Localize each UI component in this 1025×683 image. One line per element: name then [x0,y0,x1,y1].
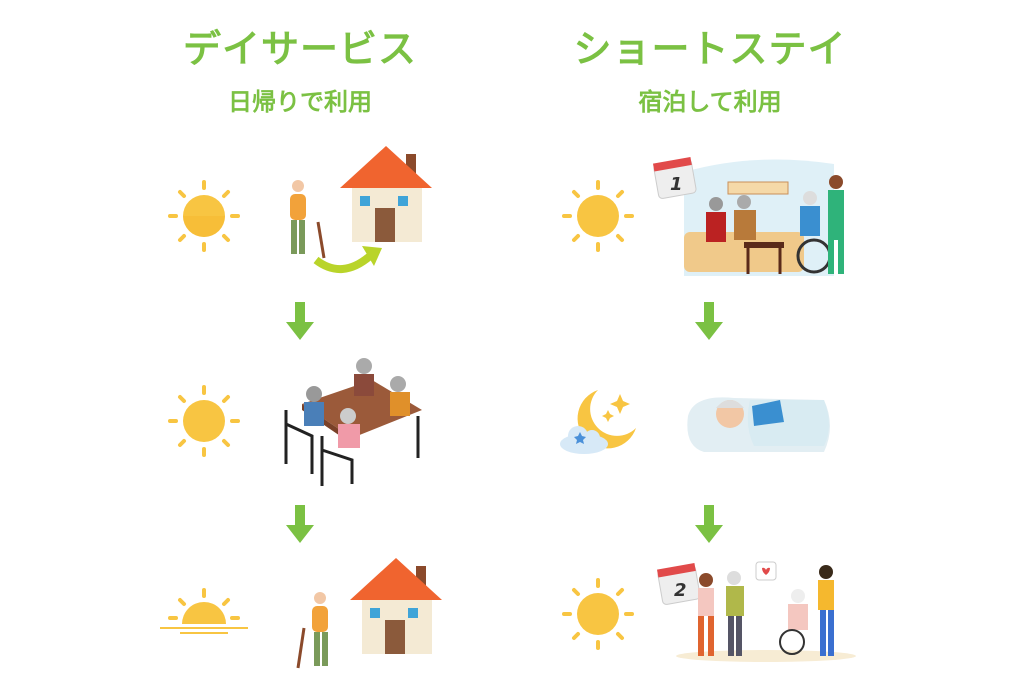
day-service-title: デイサービス [182,27,417,71]
sleeping-elderly-illustration [687,397,830,452]
house-icon [340,146,432,242]
moon-night-icon [560,390,636,454]
short-stay-title: ショートステイ [573,27,847,71]
down-arrow-icon [695,505,723,543]
sun-icon [168,385,240,457]
facility-living-room-illustration: 1 [652,156,844,276]
calendar-icon: 2 [656,562,701,605]
house-icon [350,558,442,654]
sun-icon [562,578,634,650]
calendar-day-number: 2 [674,580,687,601]
down-arrow-icon [286,302,314,340]
arrow-to-house-icon [313,246,382,274]
elderly-walker-illustration [290,180,326,259]
calendar-icon: 1 [652,156,697,199]
sun-icon [168,180,240,252]
sunset-icon [160,588,248,634]
group-activity-illustration [284,358,422,486]
sun-icon [562,180,634,252]
down-arrow-icon [286,505,314,543]
pickup-family-illustration: 2 [656,561,856,662]
calendar-day-number: 1 [670,174,683,195]
day-service-subtitle: 日帰りで利用 [228,88,372,116]
elderly-walker-illustration [296,592,328,669]
short-stay-subtitle: 宿泊して利用 [638,88,782,116]
down-arrow-icon [695,302,723,340]
